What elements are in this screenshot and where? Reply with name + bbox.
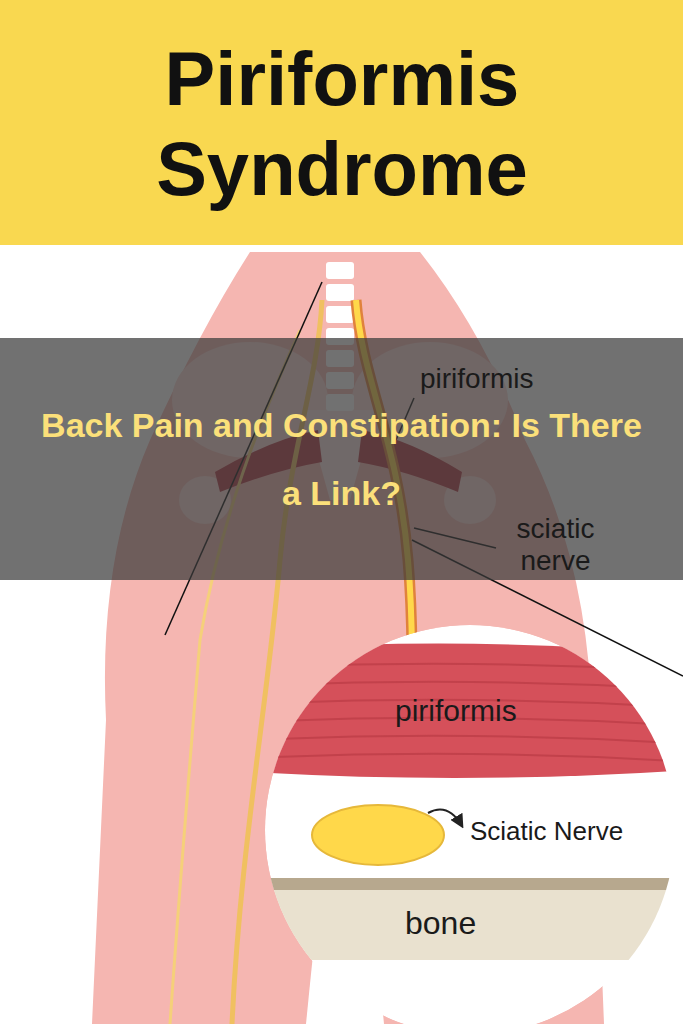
title: Piriformis Syndrome xyxy=(92,34,592,213)
bone-section xyxy=(250,890,683,960)
bone-edge xyxy=(250,878,683,890)
caption: Back Pain and Constipation: Is There a L… xyxy=(32,391,652,527)
nerve-section xyxy=(312,805,444,865)
muscle-fiber xyxy=(250,754,683,762)
magnified-inset xyxy=(250,625,683,1024)
part-label: piriformis xyxy=(395,694,565,729)
muscle-fiber xyxy=(250,736,683,744)
piriformis-section xyxy=(250,644,683,778)
part-label: Sciatic Nerve xyxy=(470,817,670,847)
part-label: bone xyxy=(405,905,525,942)
part-label: sciatic nerve xyxy=(498,513,613,577)
vertebra xyxy=(326,262,354,279)
muscle-fiber xyxy=(250,682,683,690)
vertebra xyxy=(326,306,354,323)
muscle-fiber xyxy=(250,664,683,672)
part-label: piriformis xyxy=(420,363,570,395)
pointer-arrow xyxy=(428,810,462,826)
vertebra xyxy=(326,284,354,301)
